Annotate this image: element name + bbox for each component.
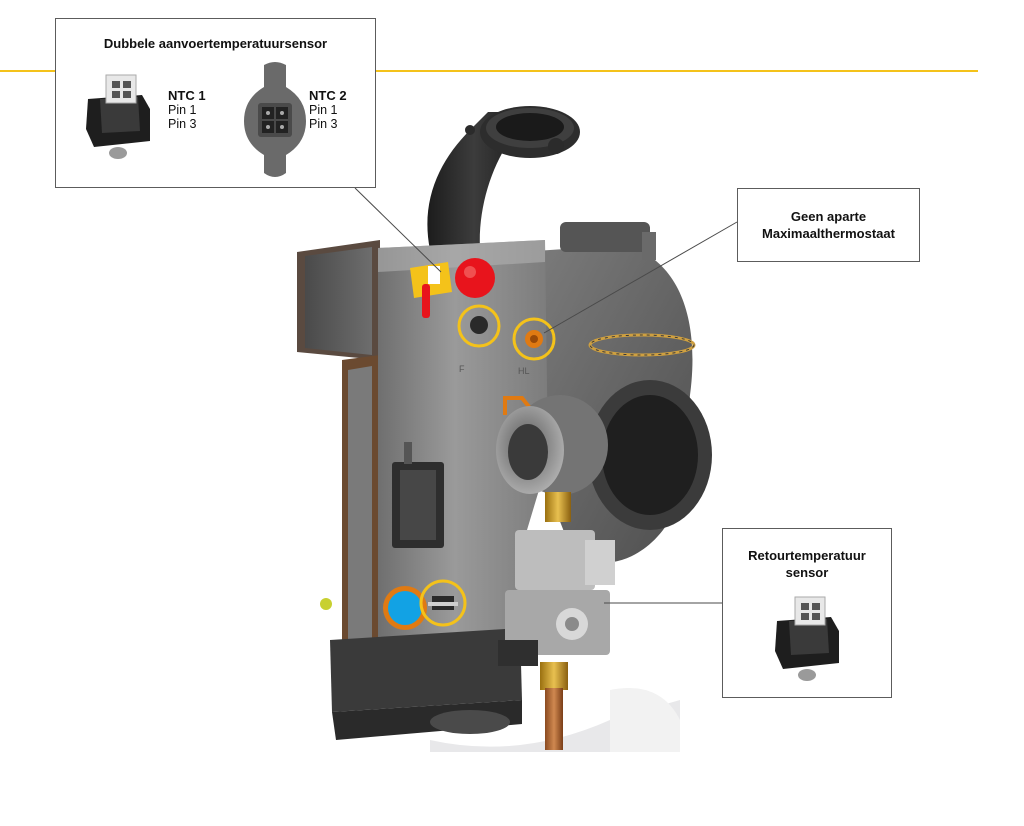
return-sensor-ring [419,579,467,627]
ntc2-pin-a: Pin 1 [309,103,338,117]
leader-thermostat [543,221,738,334]
ntc2-pin-b: Pin 3 [309,117,338,131]
supply-sensor-assembly [410,258,495,318]
ntc2-label: NTC 2 Pin 1 Pin 3 [309,88,347,132]
return-sensor-callout: Retourtemperatuur sensor [722,528,892,698]
return-sensor-connector-icon [775,596,839,681]
left-module [297,240,380,665]
return-callout-line2: sensor [785,565,829,580]
return-port [383,586,458,630]
thermostat-callout-line1: Geen aparte [790,209,867,224]
ntc1-pin-b: Pin 3 [168,117,197,131]
ntc1-name: NTC 1 [168,88,206,103]
callout-title: Dubbele aanvoertemperatuursensor [103,36,328,51]
ntc2-sensor-icon [244,62,306,177]
thermostat-port-mark: HL [518,366,530,376]
ntc2-name: NTC 2 [309,88,347,103]
flue-elbow [427,106,580,250]
supply-port-mark: F [459,364,465,374]
gas-valve [498,492,615,750]
air-inlet-pipe [496,395,608,495]
ntc1-pin-a: Pin 1 [168,103,197,117]
supply-sensor-ring [457,304,501,348]
thermostat-callout-line2: Maximaalthermostaat [762,226,895,241]
leader-supply [354,187,442,273]
supply-sensor-callout: Dubbele aanvoertemperatuursensor NTC 1 P… [55,18,376,188]
heat-exchanger-body: F HL [330,240,680,752]
return-callout-line1: Retourtemperatuur [748,548,866,563]
ntc1-label: NTC 1 Pin 1 Pin 3 [168,88,206,132]
ntc1-connector-icon [86,74,150,159]
thermostat-ring [512,317,556,361]
thermostat-callout: Geen aparte Maximaalthermostaat [737,188,920,262]
thermostat-port [525,330,543,348]
